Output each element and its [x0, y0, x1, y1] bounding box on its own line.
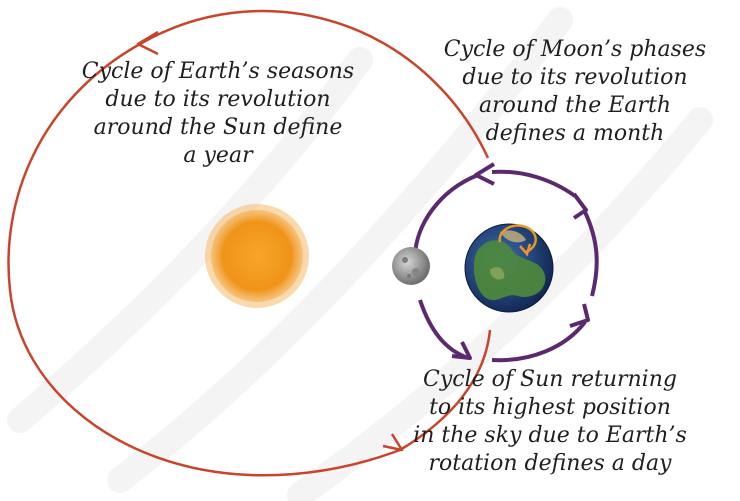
earth-rotation-arrow-icon [498, 224, 537, 257]
caption-line: defines a month [485, 121, 665, 146]
sun-orbit-arrowhead-bottom [382, 433, 404, 452]
sun-orbit-arrowhead-top [136, 30, 159, 56]
moon-orbit-arrowhead [451, 341, 472, 360]
year-cycle-caption: Cycle of Earth’s seasons due to its revo… [48, 58, 388, 170]
day-cycle-caption: Cycle of Sun returning to its highest po… [390, 366, 710, 478]
sun-icon [205, 204, 309, 308]
moon-orbit [418, 299, 469, 360]
caption-line: in the sky due to Earth’s [413, 423, 687, 448]
caption-line: rotation defines a day [428, 451, 672, 476]
moon-orbit-arrowhead [474, 162, 496, 186]
moon-orbit-arrowhead [572, 192, 588, 220]
caption-line: Cycle of Sun returning [423, 367, 677, 392]
caption-line: due to its revolution [105, 87, 331, 112]
sun-orbit [139, 9, 490, 159]
watermark [7, 7, 713, 501]
caption-line: Cycle of Earth’s seasons [81, 59, 355, 84]
caption-line: Cycle of Moon’s phases [443, 37, 707, 62]
moon-orbit [583, 211, 599, 297]
month-cycle-caption: Cycle of Moon’s phases due to its revolu… [420, 36, 730, 148]
moon-orbit [491, 320, 587, 363]
caption-line: due to its revolution [462, 65, 688, 90]
caption-line: to its highest position [429, 395, 671, 420]
moon-orbit [491, 169, 577, 198]
moon-orbit [413, 173, 479, 259]
moon-icon [392, 247, 430, 285]
sun-orbit [7, 42, 401, 477]
earth-icon [464, 223, 554, 313]
sun-orbit [399, 329, 492, 452]
caption-line: around the Sun define [93, 115, 343, 140]
moon-orbit-arrowhead [569, 303, 590, 328]
caption-line: around the Earth [478, 93, 672, 118]
caption-line: a year [183, 143, 253, 168]
